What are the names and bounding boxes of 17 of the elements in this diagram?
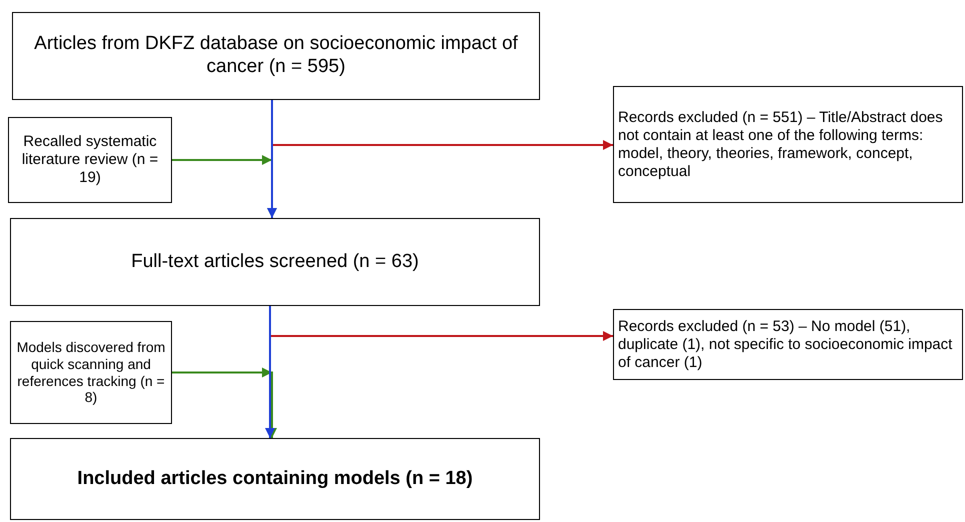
arrow (265, 306, 275, 438)
box-text: Included articles containing models (n = 18) (77, 468, 473, 490)
box-text: Records excluded (n = 551) – Title/Abstract does not contain at least one of the following terms: model, theory, theories, framework, concept, conceptual (618, 108, 944, 180)
exclusion-box (613, 86, 963, 203)
box-text: Recalled systematic literature review (n = 19) (20, 133, 160, 187)
result-box (10, 438, 540, 520)
input-box (10, 321, 172, 424)
box-text: Models discovered from quick scanning and references tracking (n = 8) (16, 338, 166, 406)
arrow (172, 368, 277, 438)
box-text: Records excluded (n = 53) – No model (51), duplicate (1), not specific to socioeconomic impact of cancer (1) (618, 318, 954, 372)
box-text: Articles from DKFZ database on socioeconomic impact of cancer (n = 595) (33, 33, 519, 79)
process-box (12, 12, 540, 100)
box-text: Full-text articles screened (n = 63) (131, 250, 419, 274)
process-box (10, 218, 540, 306)
exclusion-box (613, 309, 963, 380)
arrow (267, 100, 277, 218)
input-box (8, 117, 172, 203)
